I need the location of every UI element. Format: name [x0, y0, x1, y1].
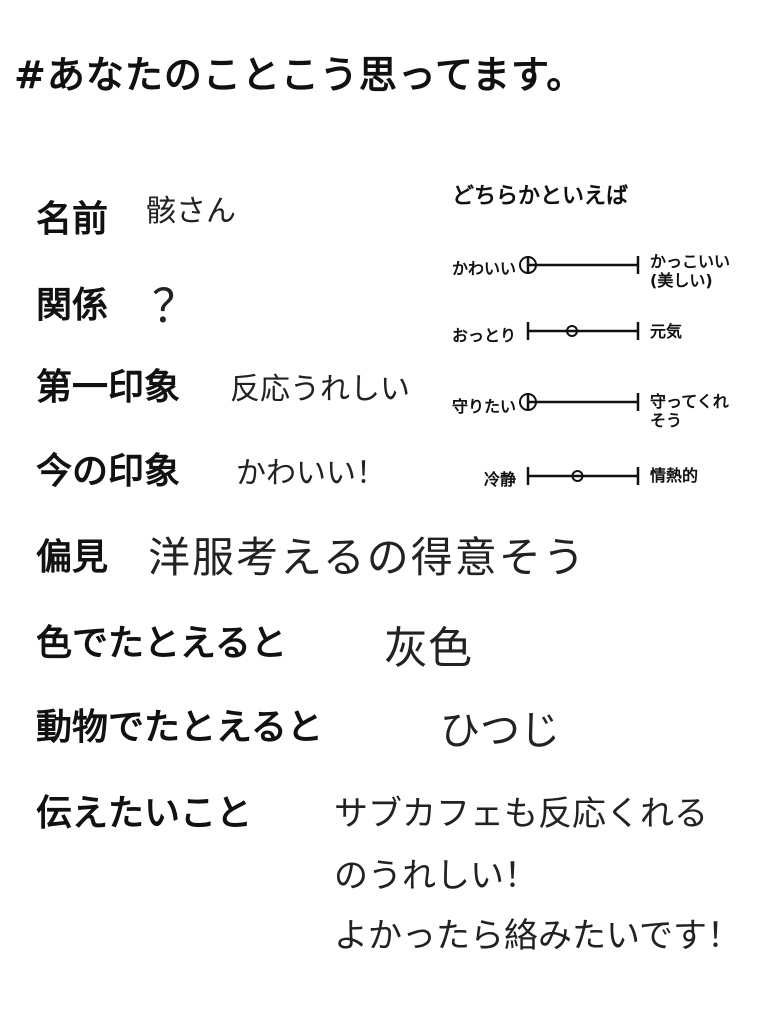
- field-label-name: 名前: [36, 199, 109, 240]
- scale-marker: [571, 470, 584, 482]
- scale-right-label-line: そう: [650, 411, 683, 430]
- scale-marker: [566, 325, 578, 337]
- field-value-relation: ？: [152, 279, 198, 333]
- field-label-first-impression: 第一印象: [36, 367, 181, 408]
- scale-marker: [519, 256, 537, 274]
- field-label-color: 色でたとえると: [36, 623, 287, 664]
- page-title: #あなたのことこう思ってます。: [14, 53, 586, 97]
- field-value-message-line-2: のうれしい！: [334, 856, 538, 896]
- scale-right-label-line: 守ってくれ: [650, 392, 729, 411]
- field-label-prejudice: 偏見: [36, 537, 109, 578]
- scale-left-label: 守りたい: [451, 397, 516, 416]
- scale-left-label: かわいい: [451, 259, 516, 278]
- field-value-prejudice: 洋服考えるの得意そう: [148, 533, 587, 582]
- field-value-first-impression: 反応うれしい: [230, 372, 410, 407]
- field-value-animal: ひつじ: [440, 708, 560, 754]
- scale-right-label-line: (美しい): [650, 271, 713, 290]
- field-label-animal: 動物でたとえると: [36, 707, 323, 748]
- field-label-message: 伝えたいこと: [36, 793, 253, 834]
- scale-left-label: 冷静: [483, 470, 516, 489]
- field-label-relation: 関係: [36, 285, 109, 326]
- field-value-name: 骸さん: [146, 194, 236, 229]
- scale-right-label: 情熱的: [650, 466, 698, 485]
- scale-right-label: かっこいい (美しい): [650, 252, 730, 290]
- scale-left-label: おっとり: [451, 326, 516, 345]
- field-value-message-line-3: よかったら絡みたいです！: [334, 916, 741, 956]
- field-label-current-impression: 今の印象: [36, 451, 181, 492]
- scale-marker: [519, 393, 537, 411]
- scale-right-label: 守ってくれ そう: [650, 392, 729, 430]
- scale-right-label-line: 元気: [650, 322, 683, 341]
- scale-right-label-line: かっこいい: [650, 252, 731, 271]
- scale-heading: どちらかといえば: [452, 184, 629, 209]
- field-value-message-line-1: サブカフェも反応くれる: [334, 794, 708, 834]
- scale-right-label: 元気: [650, 322, 682, 341]
- field-value-color: 灰色: [384, 623, 472, 674]
- field-value-current-impression: かわいい！: [236, 456, 386, 491]
- scale-right-label-line: 情熱的: [650, 466, 699, 485]
